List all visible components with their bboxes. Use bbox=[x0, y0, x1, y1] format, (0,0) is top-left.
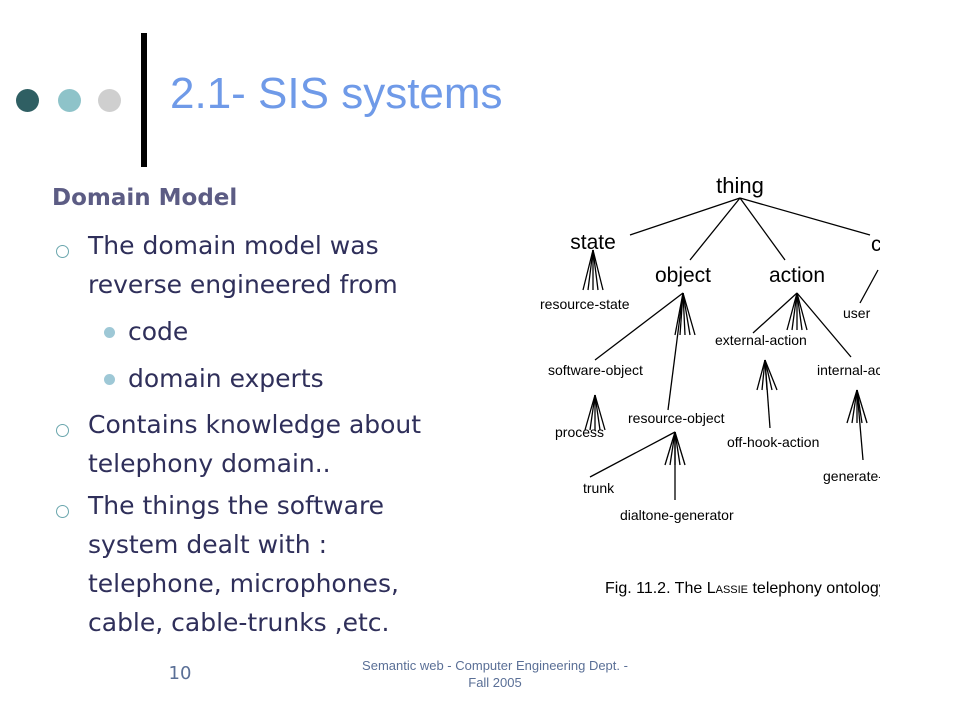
bullet-3-line-4: cable, cable-trunks ,etc. bbox=[88, 608, 390, 637]
sub-bullet-2: domain experts bbox=[128, 364, 324, 393]
decor-dot-grey bbox=[98, 89, 121, 112]
node-resource-state: resource-state bbox=[540, 296, 630, 312]
sub-bullet-1: code bbox=[128, 317, 189, 346]
page-number: 10 bbox=[168, 663, 192, 684]
bullet-ring-icon bbox=[56, 245, 69, 258]
node-partial-c: c bbox=[871, 233, 880, 256]
node-off-hook-action: off-hook-action bbox=[727, 434, 819, 450]
caption-assie: ASSIE bbox=[716, 584, 748, 596]
node-action: action bbox=[769, 264, 825, 287]
node-software-object: software-object bbox=[548, 362, 643, 378]
bullet-2-line-1: Contains knowledge about bbox=[88, 410, 422, 439]
bullet-ring-icon bbox=[56, 424, 69, 437]
bullet-3-line-2: system dealt with : bbox=[88, 530, 328, 559]
section-heading: Domain Model bbox=[52, 185, 238, 211]
node-process: process bbox=[555, 424, 604, 440]
decor-dot-dark bbox=[16, 89, 39, 112]
node-user: user bbox=[843, 305, 871, 321]
node-dialtone-generator: dialtone-generator bbox=[620, 507, 734, 523]
caption-l: L bbox=[707, 580, 716, 597]
footer-line-2: Fall 2005 bbox=[468, 675, 522, 690]
slide-title: 2.1- SIS systems bbox=[170, 69, 503, 118]
bullet-1-line-2: reverse engineered from bbox=[88, 270, 398, 299]
footer-text: Semantic web - Computer Engineering Dept… bbox=[300, 657, 690, 691]
sub-bullet-dot-icon bbox=[104, 327, 115, 338]
footer-line-1: Semantic web - Computer Engineering Dept… bbox=[362, 658, 628, 673]
decor-dot-teal bbox=[58, 89, 81, 112]
caption-the: The bbox=[675, 580, 703, 597]
node-trunk: trunk bbox=[583, 480, 615, 496]
node-generate: generate- bbox=[823, 468, 880, 484]
title-divider bbox=[141, 33, 147, 167]
bullet-ring-icon bbox=[56, 505, 69, 518]
caption-rest: telephony ontology. bbox=[752, 580, 880, 597]
bullet-3-line-3: telephone, microphones, bbox=[88, 569, 399, 598]
node-resource-object: resource-object bbox=[628, 410, 725, 426]
bullet-1-line-1: The domain model was bbox=[88, 231, 379, 260]
node-external-action: external-action bbox=[715, 332, 807, 348]
node-thing: thing bbox=[716, 173, 764, 198]
figure-caption: Fig. 11.2. The LASSIE telephony ontology… bbox=[605, 580, 880, 597]
caption-prefix: Fig. 11.2. bbox=[605, 580, 671, 597]
node-object: object bbox=[655, 264, 711, 287]
node-state: state bbox=[570, 231, 616, 254]
sub-bullet-dot-icon bbox=[104, 374, 115, 385]
ontology-diagram: thing state object action c user resourc… bbox=[540, 173, 880, 597]
bullet-3-line-1: The things the software bbox=[88, 491, 385, 520]
node-internal-action: internal-ac bbox=[817, 362, 880, 378]
bullet-2-line-2: telephony domain.. bbox=[88, 449, 331, 478]
